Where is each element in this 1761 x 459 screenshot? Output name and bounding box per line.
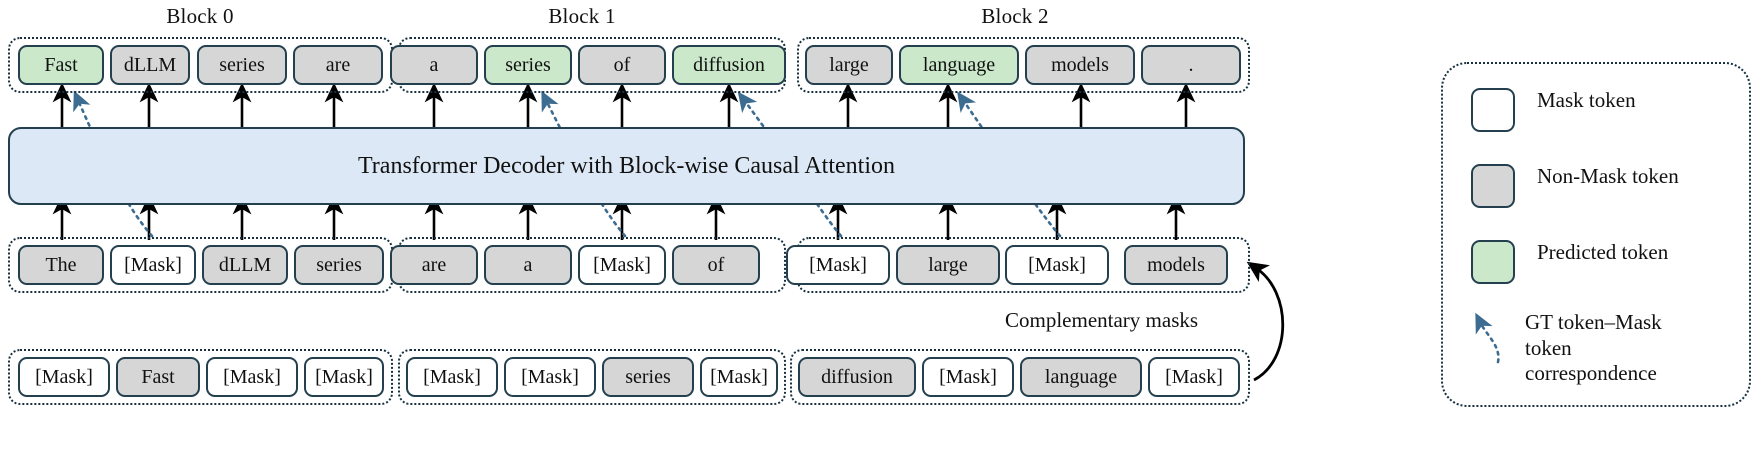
mask-token-swatch [1471, 88, 1515, 132]
output-token[interactable]: . [1141, 45, 1241, 85]
complementary-token[interactable]: [Mask] [700, 357, 778, 397]
complementary-token[interactable]: [Mask] [304, 357, 384, 397]
output-token[interactable]: models [1025, 45, 1135, 85]
output-token[interactable]: series [484, 45, 572, 85]
output-token[interactable]: language [899, 45, 1019, 85]
legend-label: Mask token [1537, 88, 1636, 112]
input-token[interactable]: of [672, 245, 760, 285]
input-token[interactable]: dLLM [202, 245, 288, 285]
complementary-token[interactable]: series [602, 357, 694, 397]
complementary-token[interactable]: Fast [116, 357, 200, 397]
legend-label: GT token–Mask token correspondence [1525, 310, 1662, 386]
transformer-decoder: Transformer Decoder with Block-wise Caus… [8, 127, 1245, 205]
legend-label: Non-Mask token [1537, 164, 1679, 188]
complementary-token[interactable]: [Mask] [206, 357, 298, 397]
legend-item-predicted-token: Predicted token [1471, 240, 1668, 284]
input-token[interactable]: large [896, 245, 1000, 285]
output-token[interactable]: series [197, 45, 287, 85]
complementary-token[interactable]: [Mask] [922, 357, 1014, 397]
output-group-block-2 [797, 37, 1250, 93]
complementary-group-block-1 [398, 349, 786, 405]
output-token[interactable]: dLLM [110, 45, 190, 85]
input-arrows [52, 194, 1186, 240]
legend-label: Predicted token [1537, 240, 1669, 264]
input-token[interactable]: [Mask] [578, 245, 666, 285]
output-token[interactable]: large [805, 45, 893, 85]
output-arrows [52, 82, 1196, 128]
predicted-token-swatch [1471, 240, 1515, 284]
output-token[interactable]: diffusion [672, 45, 786, 85]
legend-item-nonmask-token: Non-Mask token [1471, 164, 1679, 208]
complementary-token[interactable]: [Mask] [504, 357, 596, 397]
legend-item-mask-token: Mask token [1471, 88, 1636, 132]
complementary-token[interactable]: [Mask] [1148, 357, 1240, 397]
correspondence-curve-icon [1475, 312, 1500, 364]
input-token[interactable]: are [390, 245, 478, 285]
input-token[interactable]: a [484, 245, 572, 285]
complementary-group-block-0 [8, 349, 393, 405]
legend-panel: Mask token Non-Mask token Predicted toke… [1441, 62, 1751, 407]
complementary-token[interactable]: diffusion [798, 357, 916, 397]
input-token[interactable]: The [18, 245, 104, 285]
output-token[interactable]: Fast [18, 45, 104, 85]
complementary-token[interactable]: language [1020, 357, 1142, 397]
complementary-masks-label: Complementary masks [1005, 308, 1199, 332]
block-label-2: Block 2 [981, 4, 1049, 28]
input-token[interactable]: [Mask] [786, 245, 890, 285]
input-token[interactable]: [Mask] [110, 245, 196, 285]
output-token[interactable]: of [578, 45, 666, 85]
block-label-1: Block 1 [548, 4, 616, 28]
input-token[interactable]: series [294, 245, 384, 285]
legend-item-correspondence: GT token–Mask token correspondence [1471, 310, 1662, 387]
block-label-0: Block 0 [166, 4, 234, 28]
nonmask-token-swatch [1471, 164, 1515, 208]
input-token[interactable]: models [1124, 245, 1228, 285]
complementary-arrow [1246, 261, 1285, 382]
input-token[interactable]: [Mask] [1005, 245, 1109, 285]
output-token[interactable]: a [390, 45, 478, 85]
complementary-token[interactable]: [Mask] [18, 357, 110, 397]
complementary-token[interactable]: [Mask] [406, 357, 498, 397]
output-token[interactable]: are [293, 45, 383, 85]
complementary-group-block-2 [790, 349, 1250, 405]
